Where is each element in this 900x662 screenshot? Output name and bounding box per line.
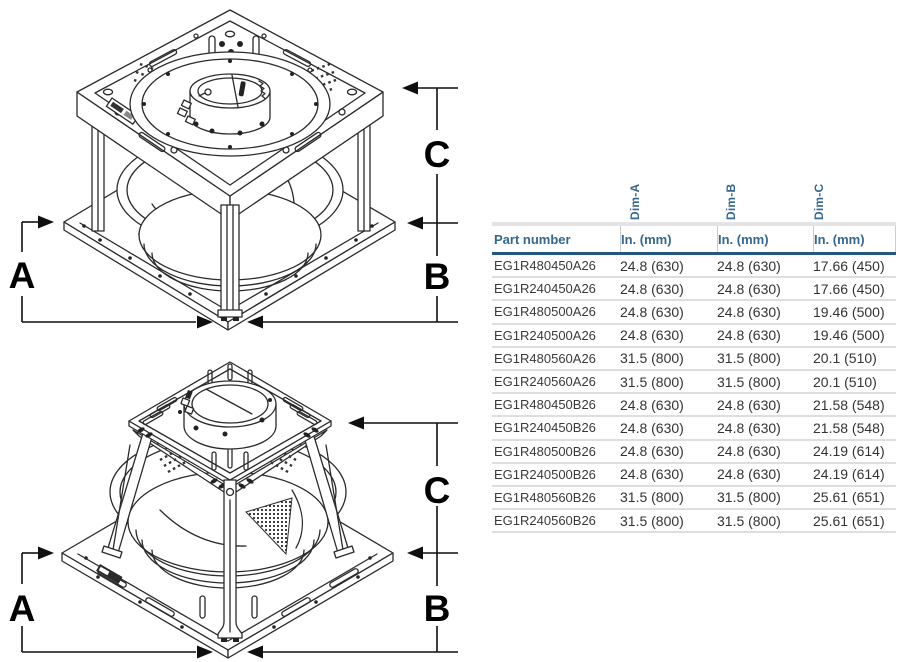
diagonal-braces — [132, 429, 328, 497]
header-dim-c-units: In. (mm) — [813, 226, 896, 252]
dimension-label-b: B — [424, 256, 451, 297]
header-dim-b-units: In. (mm) — [717, 226, 813, 252]
table-row: EG1R480450A26 24.8 (630) 24.8 (630) 17.6… — [492, 255, 896, 279]
table-row: EG1R480500B26 24.8 (630) 24.8 (630) 24.1… — [492, 441, 896, 464]
table-row: EG1R480560B26 31.5 (800) 31.5 (800) 25.6… — [492, 487, 896, 511]
dim-c-cell: 24.19 (614) — [813, 466, 885, 483]
dim-c-cell: 21.58 (548) — [813, 419, 885, 436]
isometric-drawing-bottom-unit: A C B — [9, 361, 458, 659]
part-number-cell: EG1R480450B26 — [494, 397, 596, 413]
dim-a-cell: 24.8 (630) — [620, 280, 684, 297]
part-number-cell: EG1R480500B26 — [494, 443, 596, 459]
nameplate — [96, 564, 123, 584]
isometric-drawing-top-unit: A C B — [9, 9, 458, 331]
table-row: EG1R240500A26 24.8 (630) 24.8 (630) 19.4… — [492, 325, 896, 348]
dimension-label-c: C — [424, 134, 451, 175]
part-number-cell: EG1R240450B26 — [494, 420, 596, 436]
dim-a-cell: 31.5 (800) — [620, 489, 684, 506]
dim-c-cell: 17.66 (450) — [813, 280, 885, 297]
table-row: EG1R240450A26 24.8 (630) 24.8 (630) 17.6… — [492, 278, 896, 302]
fan-opening-and-motor-hub — [129, 51, 331, 157]
dimension-label-b: B — [424, 588, 451, 629]
dim-b-cell: 24.8 (630) — [717, 419, 781, 436]
part-number-cell: EG1R240560B26 — [494, 513, 596, 529]
dim-b-cell: 24.8 (630) — [717, 443, 781, 460]
splayed-legs — [101, 432, 355, 559]
table-body: EG1R480450A26 24.8 (630) 24.8 (630) 17.6… — [492, 255, 896, 534]
table-row: EG1R480450B26 24.8 (630) 24.8 (630) 21.5… — [492, 394, 896, 418]
part-number-cell: EG1R480450A26 — [494, 258, 596, 274]
header-part-number: Part number — [494, 231, 571, 247]
dimensions-table: Dim-A Dim-B Dim-C Part number In. (mm) I… — [492, 160, 896, 534]
dim-b-cell: 31.5 (800) — [717, 350, 781, 367]
header-dim-a-units: In. (mm) — [620, 226, 717, 252]
part-number-cell: EG1R240500A26 — [494, 327, 596, 343]
dim-a-cell: 31.5 (800) — [620, 373, 684, 390]
dim-c-cell: 24.19 (614) — [813, 443, 885, 460]
dim-b-cell: 24.8 (630) — [717, 396, 781, 413]
dim-c-cell: 25.61 (651) — [813, 489, 885, 506]
dim-a-cell: 24.8 (630) — [620, 443, 684, 460]
dim-c-cell: 20.1 (510) — [813, 350, 877, 367]
dim-b-cell: 24.8 (630) — [717, 466, 781, 483]
dim-a-cell: 24.8 (630) — [620, 327, 684, 344]
dim-a-cell: 24.8 (630) — [620, 303, 684, 320]
dim-c-cell: 17.66 (450) — [813, 257, 885, 274]
part-number-cell: EG1R240500B26 — [494, 466, 596, 482]
part-number-cell: EG1R240560A26 — [494, 374, 596, 390]
dim-a-cell: 24.8 (630) — [620, 466, 684, 483]
dim-a-cell: 24.8 (630) — [620, 396, 684, 413]
table-header-row: Part number In. (mm) In. (mm) In. (mm) — [492, 222, 896, 255]
part-number-cell: EG1R240450A26 — [494, 281, 596, 297]
table-row: EG1R240450B26 24.8 (630) 24.8 (630) 21.5… — [492, 417, 896, 441]
dim-a-cell: 31.5 (800) — [620, 350, 684, 367]
nameplate — [105, 97, 140, 125]
column-header-dim-c: Dim-C — [812, 183, 826, 220]
dimension-annotations: A C B — [9, 81, 458, 329]
dim-b-cell: 24.8 (630) — [717, 257, 781, 274]
dimension-annotations: A C B — [9, 416, 458, 659]
dim-a-cell: 24.8 (630) — [620, 419, 684, 436]
dim-c-cell: 21.58 (548) — [813, 396, 885, 413]
dim-b-cell: 31.5 (800) — [717, 489, 781, 506]
front-leg — [217, 204, 243, 321]
dimension-label-c: C — [424, 470, 451, 511]
part-number-cell: EG1R480560A26 — [494, 350, 596, 366]
dim-c-cell: 25.61 (651) — [813, 512, 885, 529]
dim-a-cell: 24.8 (630) — [620, 257, 684, 274]
dim-b-cell: 24.8 (630) — [717, 327, 781, 344]
part-number-cell: EG1R480500A26 — [494, 304, 596, 320]
dimension-label-a: A — [9, 588, 36, 629]
dim-b-cell: 24.8 (630) — [717, 303, 781, 320]
rotated-column-headers: Dim-A Dim-B Dim-C — [492, 160, 896, 222]
part-number-cell: EG1R480560B26 — [494, 489, 596, 505]
table-row: EG1R480500A26 24.8 (630) 24.8 (630) 19.4… — [492, 301, 896, 325]
dim-c-cell: 19.46 (500) — [813, 327, 885, 344]
dim-b-cell: 31.5 (800) — [717, 512, 781, 529]
table-row: EG1R240560B26 31.5 (800) 31.5 (800) 25.6… — [492, 510, 896, 534]
duct-collar — [178, 380, 277, 450]
table-row: EG1R240560A26 31.5 (800) 31.5 (800) 20.1… — [492, 371, 896, 395]
dimension-label-a: A — [9, 255, 36, 296]
dim-b-cell: 31.5 (800) — [717, 373, 781, 390]
center-leg — [217, 479, 243, 642]
table-row: EG1R480560A26 31.5 (800) 31.5 (800) 20.1… — [492, 348, 896, 371]
dim-c-cell: 20.1 (510) — [813, 373, 877, 390]
column-header-dim-a: Dim-A — [628, 183, 642, 220]
dim-c-cell: 19.46 (500) — [813, 303, 885, 320]
dim-a-cell: 31.5 (800) — [620, 512, 684, 529]
table-row: EG1R240500B26 24.8 (630) 24.8 (630) 24.1… — [492, 464, 896, 487]
dim-b-cell: 24.8 (630) — [717, 280, 781, 297]
column-header-dim-b: Dim-B — [724, 183, 738, 220]
